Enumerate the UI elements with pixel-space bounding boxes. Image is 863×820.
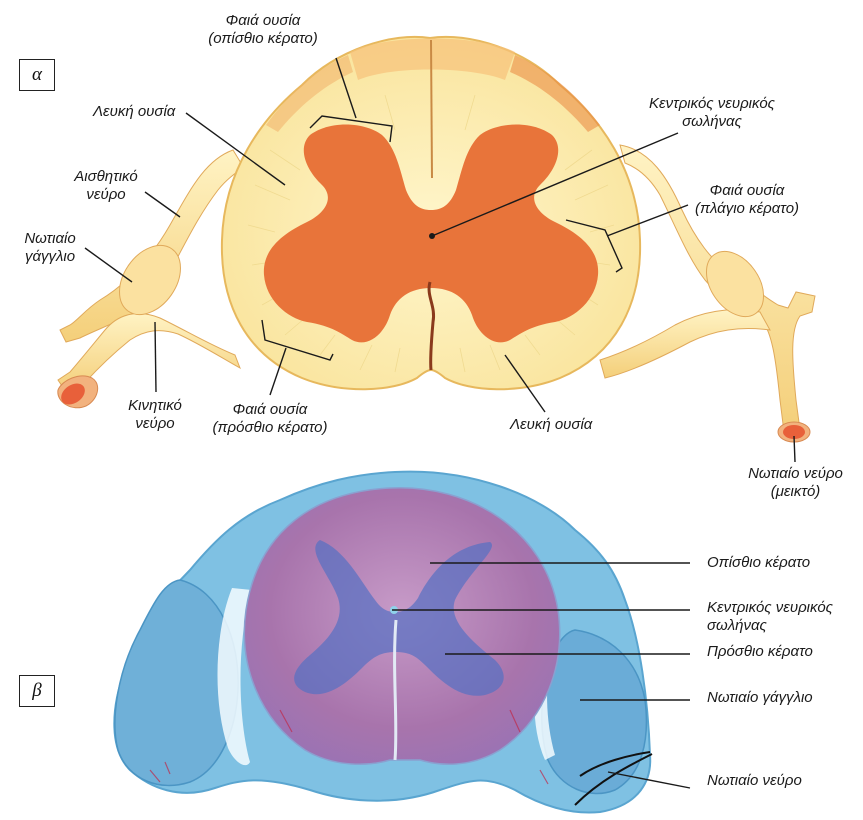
- leader-lines-b: [392, 562, 691, 789]
- label-gray-posterior: Φαιά ουσία (οπίσθιο κέρατο): [193, 12, 333, 48]
- vessels: [149, 709, 549, 785]
- label-spinal-ganglion-a-line1: Νωτιαίο: [24, 230, 76, 247]
- histology-section: [113, 470, 691, 814]
- panel-b: β Οπίσθιο κέρατο Κεντρικός νευρικός σωλή…: [0, 470, 863, 820]
- label-gray-posterior-line2: (οπίσθιο κέρατο): [208, 30, 318, 47]
- spinal-nerve-outline: [579, 751, 651, 777]
- label-sensory-nerve-line1: Αισθητικό: [74, 168, 138, 185]
- label-gray-lateral: Φαιά ουσία (πλάγιο κέρατο): [672, 182, 822, 218]
- right-nerve-cut-end: [783, 425, 805, 439]
- label-spinal-nerve-a-line2: (μεικτό): [770, 483, 821, 500]
- label-posterior-horn: Οπίσθιο κέρατο: [707, 554, 811, 571]
- label-central-canal-b-line1: Κεντρικός νευρικός: [707, 599, 833, 616]
- spinal-cord-illustration: [57, 35, 816, 463]
- label-gray-anterior-line1: Φαιά ουσία: [232, 401, 308, 418]
- panel-a: α Φαιά ουσία (οπίσθιο κέρατο) Λευκή ουσί…: [10, 12, 843, 500]
- leader-lines: [84, 57, 796, 463]
- label-gray-anterior: Φαιά ουσία (πρόσθιο κέρατο): [195, 401, 345, 437]
- right-nerve: [599, 144, 816, 443]
- label-sensory-nerve-line2: νεύρο: [86, 186, 126, 203]
- label-spinal-ganglion-a-line2: γάγγλιο: [24, 248, 76, 265]
- label-white-matter-bottom: Λευκή ουσία: [510, 416, 593, 433]
- label-gray-anterior-line2: (πρόσθιο κέρατο): [212, 419, 328, 436]
- label-spinal-ganglion-b: Νωτιαίο γάγγλιο: [707, 689, 813, 706]
- label-motor-nerve: Κινητικό νεύρο: [115, 397, 195, 433]
- label-white-matter-top: Λευκή ουσία: [93, 103, 176, 120]
- label-anterior-horn: Πρόσθιο κέρατο: [707, 643, 813, 660]
- label-spinal-nerve-b: Νωτιαίο νεύρο: [707, 772, 802, 789]
- label-sensory-nerve: Αισθητικό νεύρο: [56, 168, 156, 204]
- label-central-canal-b: Κεντρικός νευρικός σωλήνας: [707, 599, 833, 635]
- left-nerve-cut-end: [61, 383, 85, 405]
- label-central-canal-a: Κεντρικός νευρικός σωλήνας: [622, 95, 802, 131]
- panel-b-tag: β: [19, 675, 55, 707]
- label-central-canal-b-line2: σωλήνας: [707, 617, 767, 634]
- label-motor-nerve-line1: Κινητικό: [128, 397, 182, 414]
- label-spinal-nerve-a: Νωτιαίο νεύρο (μεικτό): [728, 465, 863, 501]
- spinal-cord-section: [220, 35, 642, 391]
- label-gray-lateral-line1: Φαιά ουσία: [709, 182, 785, 199]
- label-spinal-nerve-a-line1: Νωτιαίο νεύρο: [748, 465, 843, 482]
- label-spinal-ganglion-a: Νωτιαίο γάγγλιο: [10, 230, 90, 266]
- label-central-canal-a-line2: σωλήνας: [682, 113, 742, 130]
- label-gray-posterior-line1: Φαιά ουσία: [225, 12, 301, 29]
- label-motor-nerve-line2: νεύρο: [135, 415, 175, 432]
- left-nerve: [57, 149, 245, 409]
- panel-a-tag: α: [19, 59, 55, 91]
- label-central-canal-a-line1: Κεντρικός νευρικός: [649, 95, 775, 112]
- label-gray-lateral-line2: (πλάγιο κέρατο): [694, 200, 800, 217]
- gray-matter-stained: [294, 540, 504, 696]
